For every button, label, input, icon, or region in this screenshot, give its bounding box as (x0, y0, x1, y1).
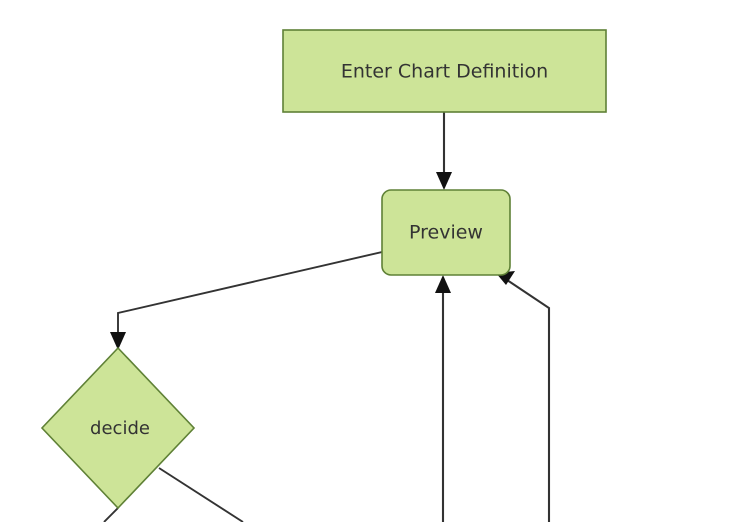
node-decide-shape[interactable] (40, 346, 196, 510)
edge-enter-to-preview (436, 112, 452, 190)
edge-preview-to-decide-arrowhead (110, 332, 126, 350)
edge-center-to-preview-arrowhead (435, 275, 451, 293)
edge-right-to-preview-line (506, 279, 551, 522)
edge-preview-to-decide (110, 251, 383, 350)
edge-preview-to-decide-line (117, 251, 383, 338)
node-decide[interactable]: decide (40, 346, 196, 510)
edge-enter-to-preview-arrowhead (436, 172, 452, 190)
edge-decide-bottom-out (103, 507, 119, 522)
edge-decide-right-out (158, 467, 244, 522)
edge-right-to-preview (496, 271, 551, 522)
node-preview-shape[interactable] (381, 189, 511, 276)
edge-center-to-preview (435, 275, 451, 522)
edge-decide-bottom-out-line (103, 507, 119, 522)
edge-decide-right-out-line (158, 467, 244, 522)
node-enter-chart-definition-shape[interactable] (282, 29, 607, 113)
node-preview[interactable]: Preview (381, 189, 511, 276)
node-enter-chart-definition[interactable]: Enter Chart Definition (282, 29, 607, 113)
